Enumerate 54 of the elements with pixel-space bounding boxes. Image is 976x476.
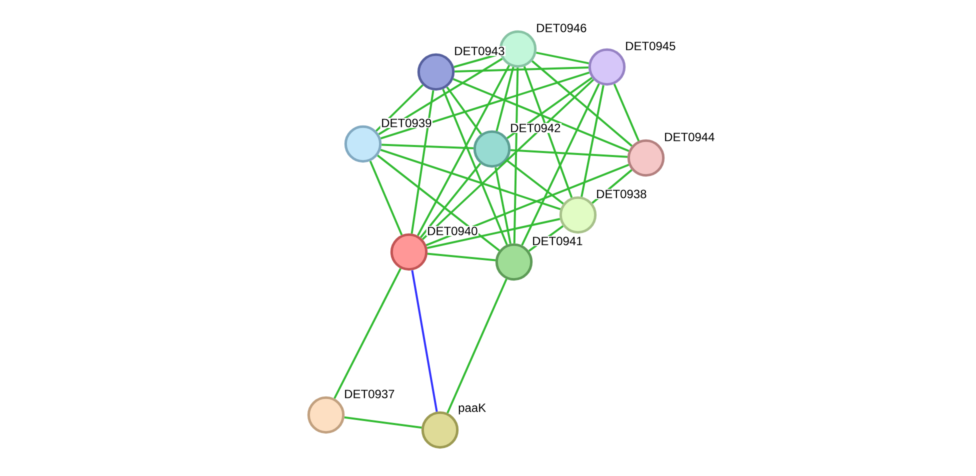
interaction-line [523,66,573,198]
protein-circle [344,125,382,163]
interaction-line [532,60,632,147]
protein-circle [473,130,511,168]
interaction-line [369,160,403,236]
protein-circle [390,233,428,271]
interaction-line [442,88,508,246]
interaction-line [536,52,589,64]
protein-label: DET0938 [595,188,648,200]
interaction-line [446,86,482,135]
interaction-line [410,90,434,234]
interaction-line [380,148,561,210]
interaction-line [344,416,422,429]
interaction-line [496,66,514,132]
interaction-line [427,252,496,262]
interaction-line [510,149,628,158]
interaction-line [506,76,592,140]
protein-label: DET0943 [453,46,506,56]
protein-label: DET0937 [343,388,396,400]
interaction-line [580,85,604,197]
interaction-line [377,154,500,252]
protein-circle [417,53,455,91]
interaction-line [380,72,590,140]
interaction-line [422,78,594,240]
protein-label: DET0944 [663,132,716,142]
interaction-line [513,68,519,244]
interaction-line [494,167,512,244]
protein-label: DET0940 [426,226,479,236]
interaction-line [506,160,564,204]
protein-circle [307,396,345,434]
interaction-line [613,84,640,142]
interaction-line [521,83,600,246]
interaction-line [378,58,503,136]
interaction-line [416,64,510,236]
protein-label: DET0942 [509,122,562,134]
interaction-line [426,164,630,246]
protein-circle [421,411,459,449]
interaction-line [452,78,630,152]
interaction-line [420,162,482,238]
interaction-line [334,268,402,399]
protein-label: DET0945 [624,40,677,52]
protein-circle [588,48,626,86]
protein-circle [627,139,665,177]
interaction-line [446,278,508,414]
protein-label: DET0946 [535,22,588,34]
interaction-line [426,218,560,249]
protein-label: DET0939 [380,118,433,128]
protein-circle [495,243,533,281]
interaction-line [382,144,474,150]
interaction-line [411,270,438,412]
protein-label: paaK [457,402,487,416]
interaction-line [454,66,588,72]
protein-circle [559,196,597,234]
protein-label: DET0941 [531,236,584,246]
